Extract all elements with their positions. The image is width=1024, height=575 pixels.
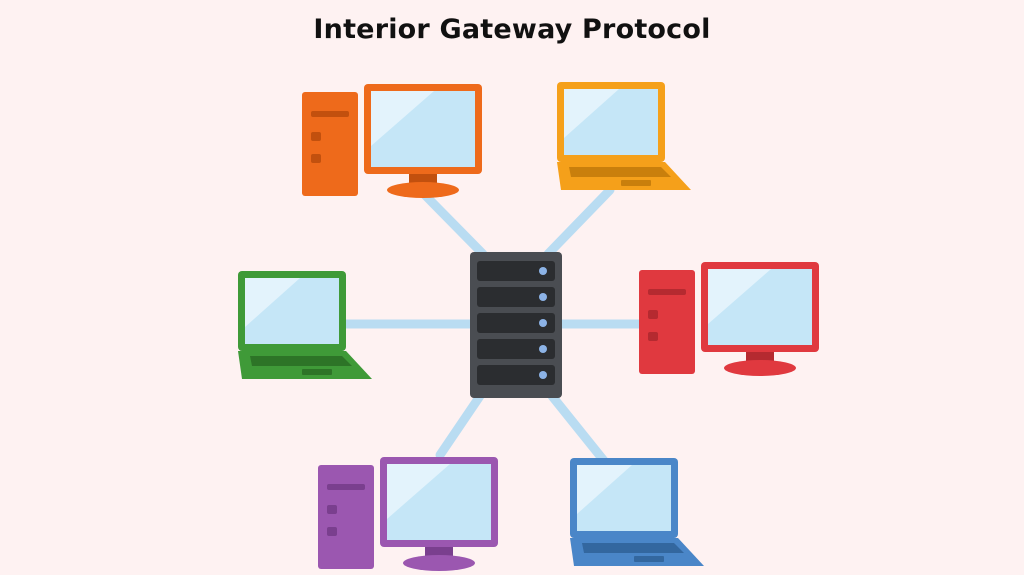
link-top-left: [415, 185, 488, 259]
tower-case: [302, 92, 358, 196]
device-top-right-laptop: [557, 82, 691, 190]
screen-glare: [708, 269, 771, 324]
server-slot: [477, 313, 555, 333]
server-led: [539, 371, 547, 379]
link-bottom-right: [547, 391, 610, 467]
device-bottom-left-desktop: [318, 457, 498, 571]
drive-bay: [327, 484, 365, 490]
server-led: [539, 345, 547, 353]
monitor-base: [387, 182, 459, 198]
screen-glare: [387, 464, 450, 519]
keyboard: [250, 356, 352, 366]
button: [648, 310, 658, 319]
button: [311, 132, 321, 141]
screen-glare: [564, 89, 619, 138]
link-top-right: [543, 185, 615, 259]
device-middle-right-desktop: [639, 262, 819, 376]
drive-bay: [648, 289, 686, 295]
tower-case: [318, 465, 374, 569]
button: [311, 154, 321, 163]
device-top-left-desktop: [302, 84, 482, 198]
keyboard: [569, 167, 671, 177]
touchpad: [302, 369, 332, 375]
tower-case: [639, 270, 695, 374]
touchpad: [621, 180, 651, 186]
keyboard: [582, 543, 684, 553]
button: [327, 505, 337, 514]
diagram-title: Interior Gateway Protocol: [313, 14, 711, 45]
network-links: [340, 185, 645, 467]
monitor-base: [403, 555, 475, 571]
button: [327, 527, 337, 536]
button: [648, 332, 658, 341]
screen-glare: [371, 91, 434, 146]
device-middle-left-laptop: [238, 271, 372, 379]
server-led: [539, 293, 547, 301]
link-bottom-left: [435, 391, 485, 460]
server-slot: [477, 261, 555, 281]
device-bottom-right-laptop: [570, 458, 704, 566]
drive-bay: [311, 111, 349, 117]
central-server: [470, 252, 562, 398]
screen-glare: [245, 278, 300, 327]
server-slot: [477, 287, 555, 307]
touchpad: [634, 556, 664, 562]
server-slot: [477, 365, 555, 385]
monitor-base: [724, 360, 796, 376]
server-led: [539, 319, 547, 327]
server-slot: [477, 339, 555, 359]
network-nodes: [238, 82, 819, 571]
screen-glare: [577, 465, 632, 514]
server-led: [539, 267, 547, 275]
